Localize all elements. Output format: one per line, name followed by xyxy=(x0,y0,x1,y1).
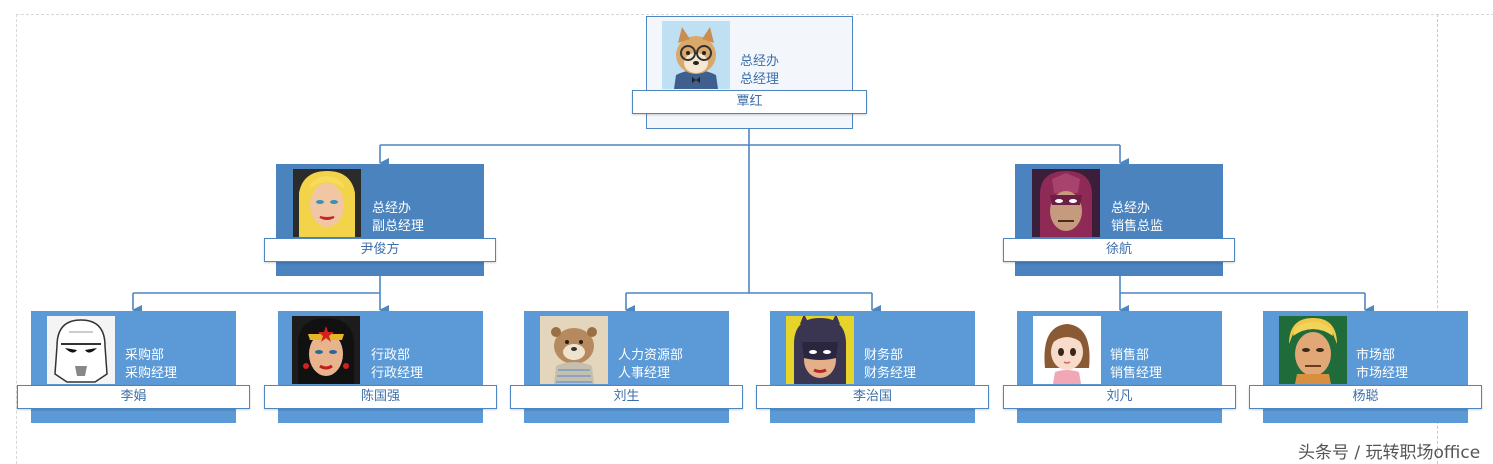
name-ribbon: 徐航 xyxy=(1003,238,1235,262)
trooper-avatar-icon xyxy=(47,316,115,384)
department-label: 总经办 xyxy=(372,201,412,216)
otter-avatar-icon xyxy=(540,316,608,384)
staff-card-hr[interactable]: 人力资源部 人事经理 刘生 xyxy=(510,311,743,423)
hero-man-avatar-icon xyxy=(1279,316,1347,384)
name-ribbon: 李治国 xyxy=(756,385,989,409)
department-label: 总经办 xyxy=(740,54,780,69)
staff-card-admin[interactable]: 行政部 行政经理 陈国强 xyxy=(264,311,497,423)
page-guide-top xyxy=(16,14,1493,15)
watermark-text: 头条号 / 玩转职场office xyxy=(1298,443,1481,463)
ceo-card[interactable]: 总经办 总经理 覃红 xyxy=(632,16,867,129)
masked-woman-avatar-icon xyxy=(786,316,854,384)
staff-card-sales[interactable]: 销售部 销售经理 刘凡 xyxy=(1003,311,1236,423)
dog-avatar-icon xyxy=(662,21,730,89)
position-label: 财务经理 xyxy=(864,366,917,381)
page-guide-right xyxy=(1437,14,1438,464)
position-label: 总经理 xyxy=(740,72,780,87)
department-label: 采购部 xyxy=(125,348,165,363)
staff-card-finance[interactable]: 财务部 财务经理 李治国 xyxy=(756,311,989,423)
name-ribbon: 杨聪 xyxy=(1249,385,1482,409)
department-label: 市场部 xyxy=(1356,348,1396,363)
name-ribbon: 刘凡 xyxy=(1003,385,1236,409)
staff-card-procurement[interactable]: 采购部 采购经理 李娟 xyxy=(17,311,250,423)
position-label: 副总经理 xyxy=(372,219,425,234)
vp-card-left[interactable]: 总经办 副总经理 尹俊方 xyxy=(264,164,496,276)
staff-card-marketing[interactable]: 市场部 市场经理 杨聪 xyxy=(1249,311,1482,423)
page-guide-left xyxy=(16,14,17,464)
name-ribbon: 尹俊方 xyxy=(264,238,496,262)
position-label: 行政经理 xyxy=(371,366,424,381)
position-label: 销售经理 xyxy=(1110,366,1163,381)
position-label: 销售总监 xyxy=(1111,219,1164,234)
department-label: 销售部 xyxy=(1110,348,1150,363)
wonder-woman-avatar-icon xyxy=(292,316,360,384)
name-ribbon: 刘生 xyxy=(510,385,743,409)
position-label: 采购经理 xyxy=(125,366,178,381)
name-ribbon: 覃红 xyxy=(632,90,867,114)
department-label: 人力资源部 xyxy=(618,348,684,363)
name-ribbon: 陈国强 xyxy=(264,385,497,409)
department-label: 行政部 xyxy=(371,348,411,363)
position-label: 人事经理 xyxy=(618,366,671,381)
vp-card-right[interactable]: 总经办 销售总监 徐航 xyxy=(1003,164,1235,276)
position-label: 市场经理 xyxy=(1356,366,1409,381)
blonde-woman-avatar-icon xyxy=(293,169,361,237)
helmet-man-avatar-icon xyxy=(1032,169,1100,237)
name-ribbon: 李娟 xyxy=(17,385,250,409)
department-label: 财务部 xyxy=(864,348,904,363)
department-label: 总经办 xyxy=(1111,201,1151,216)
girl-avatar-icon xyxy=(1033,316,1101,384)
